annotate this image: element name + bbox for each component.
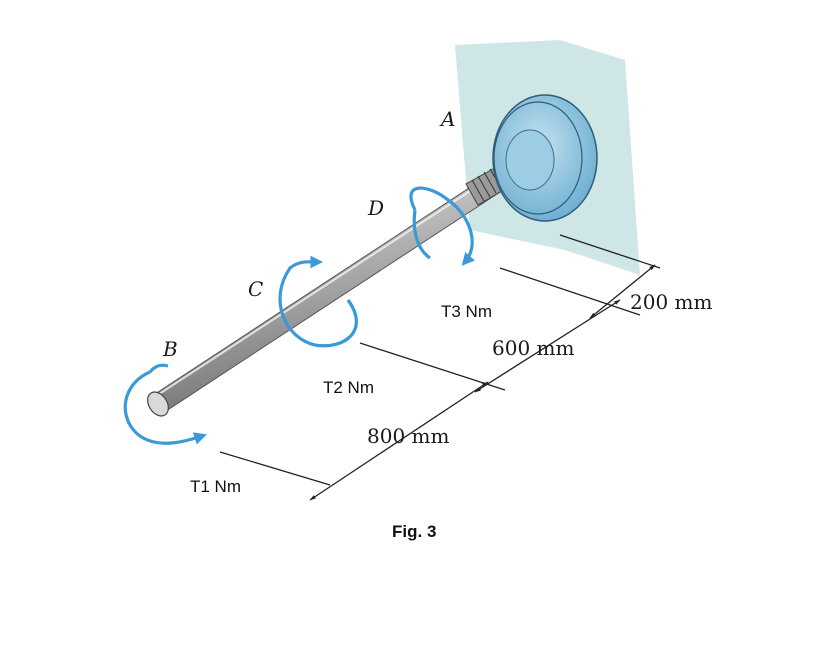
torque-arrow-t1	[123, 370, 207, 445]
point-label-b: B	[162, 337, 178, 361]
dimension-da	[589, 264, 656, 319]
torque-label-t1: T1 Nm	[190, 477, 241, 496]
shaft	[147, 174, 501, 417]
torque-label-t2: T2 Nm	[323, 378, 374, 397]
support-flange-a	[492, 94, 598, 222]
shaft-end-b	[147, 391, 169, 417]
torque-arrow-t2	[278, 255, 358, 348]
point-label-a: A	[439, 107, 455, 131]
torque-arrow-t3-tail	[412, 209, 431, 260]
dimension-label-cd: 600 mm	[492, 336, 574, 360]
figure-caption: Fig. 3	[392, 522, 436, 541]
torque-arrow-t1-tail	[148, 363, 169, 374]
dimension-lines	[219, 234, 661, 501]
dimension-label-bc: 800 mm	[367, 424, 449, 448]
point-label-c: C	[248, 277, 263, 301]
dimension-bc	[309, 381, 489, 501]
torque-label-t3: T3 Nm	[441, 302, 492, 321]
point-label-d: D	[367, 196, 384, 220]
torque-arrow-t3	[409, 186, 475, 266]
dimension-label-da: 200 mm	[630, 290, 712, 314]
